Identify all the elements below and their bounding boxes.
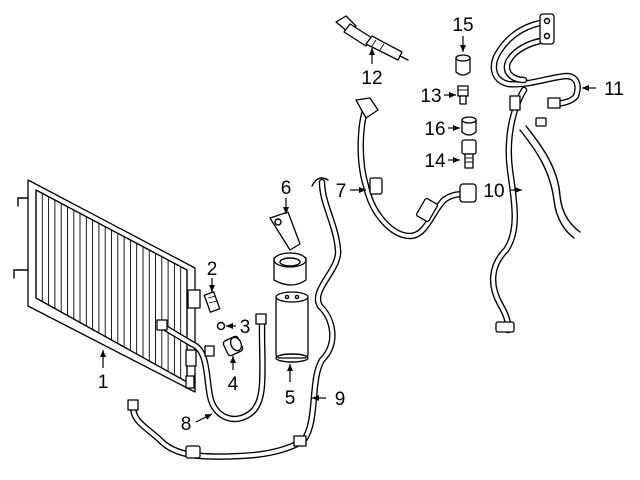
callout-15: 15 <box>452 15 473 36</box>
callout-8: 8 <box>181 414 192 435</box>
hose-assembly-8 <box>156 313 267 423</box>
hose-assembly-10 <box>490 86 581 334</box>
callout-12: 12 <box>361 68 382 89</box>
switch-14 <box>461 139 477 169</box>
cap-15 <box>455 54 471 76</box>
hose-assembly-7 <box>355 97 477 240</box>
valve-13 <box>457 85 469 105</box>
callout-10: 10 <box>483 181 504 202</box>
callout-13: 13 <box>420 86 441 107</box>
pressure-switch <box>222 335 244 357</box>
callout-7: 7 <box>336 181 347 202</box>
cap-16 <box>461 116 477 136</box>
hose-assembly-11 <box>490 13 581 111</box>
callout-16: 16 <box>424 119 445 140</box>
condenser <box>13 179 201 393</box>
callout-labels: 1 2 3 4 5 6 7 8 9 10 11 12 13 16 14 15 <box>98 15 624 435</box>
sensor-probe <box>335 15 409 61</box>
callout-2: 2 <box>207 259 218 280</box>
drier-bracket <box>269 211 307 286</box>
callout-3: 3 <box>240 317 251 338</box>
callout-6: 6 <box>281 178 292 199</box>
valve-core <box>203 291 221 313</box>
callout-11: 11 <box>604 79 624 100</box>
callout-5: 5 <box>285 388 296 409</box>
o-ring <box>216 321 226 331</box>
callout-1: 1 <box>98 372 109 393</box>
callout-9: 9 <box>335 389 346 410</box>
callout-14: 14 <box>424 151 446 172</box>
callout-leaders <box>100 36 596 423</box>
receiver-drier <box>275 291 309 363</box>
callout-4: 4 <box>228 374 239 395</box>
